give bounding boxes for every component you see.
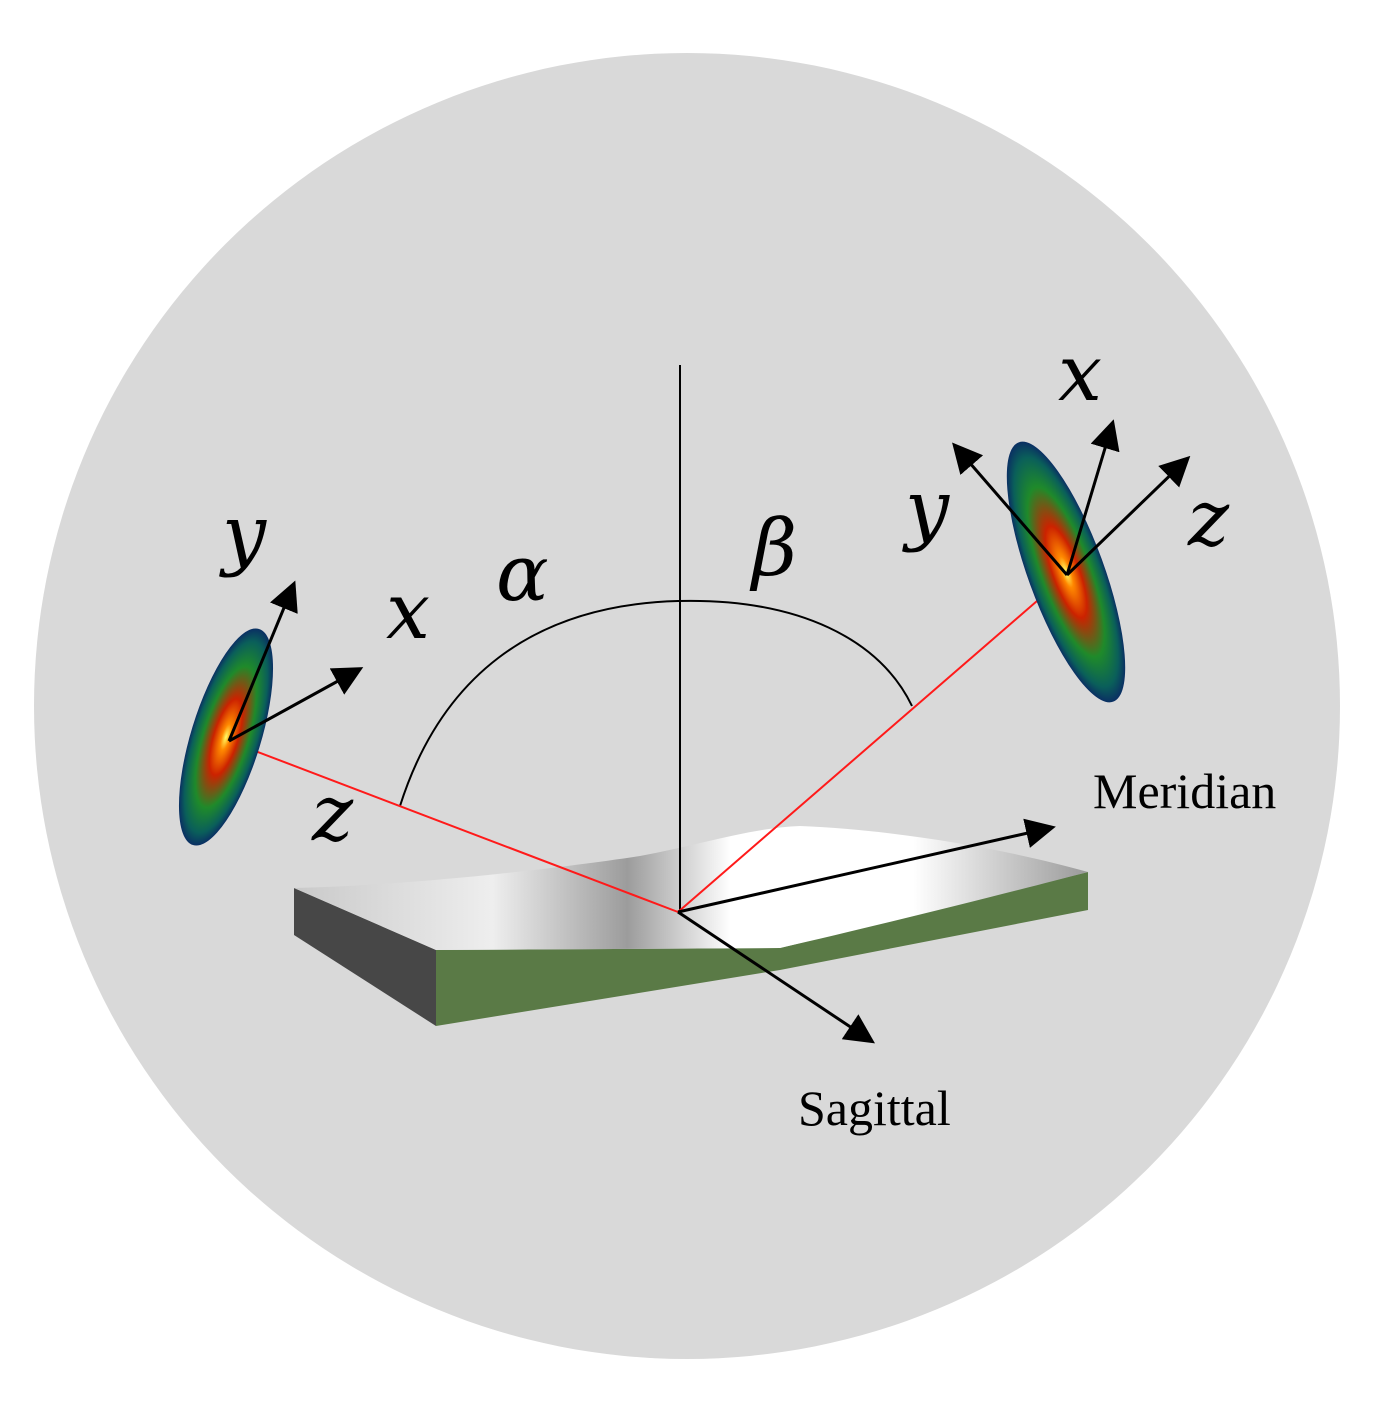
reflected-z-axis-arrow	[1065, 455, 1191, 577]
reflected-y-label: y	[902, 464, 950, 554]
mirror-block	[294, 826, 1088, 1026]
reflected-z-label: z	[1187, 474, 1230, 564]
incident-ray	[228, 740, 679, 913]
reflected-y-axis-arrow	[952, 442, 1069, 576]
incident-x-axis-arrow	[228, 667, 364, 743]
sagittal-label: Sagittal	[798, 1080, 951, 1136]
incident-beam-spot	[178, 628, 274, 846]
meridian-label: Meridian	[1093, 763, 1276, 819]
beta-label: β	[749, 504, 797, 594]
incident-y-label: y	[219, 489, 267, 579]
background-disc	[34, 53, 1340, 1359]
mirror-top-surface	[294, 826, 1088, 950]
reflected-x-label: x	[1058, 329, 1102, 419]
mirror-side-green	[436, 872, 1088, 1026]
reflected-ray	[677, 574, 1068, 913]
incident-y-axis-arrow	[227, 580, 298, 742]
incident-z-label: z	[311, 769, 354, 859]
meridian-arrow	[677, 818, 1056, 914]
sagittal-arrow	[677, 910, 875, 1044]
alpha-label: α	[496, 529, 549, 619]
mirror-side-dark	[294, 888, 436, 1026]
reflected-x-axis-arrow	[1065, 419, 1120, 576]
incident-x-label: x	[386, 567, 430, 657]
angle-arc	[399, 599, 913, 807]
